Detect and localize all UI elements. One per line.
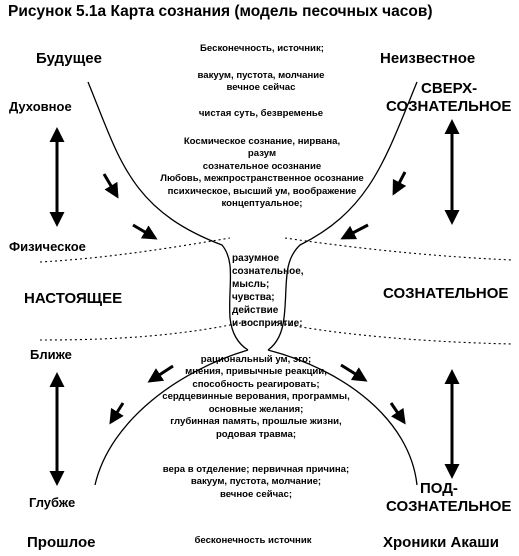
lower-text-group-2: вера в отделение; первичная причина; вак… <box>163 464 349 501</box>
label-sub-2: СОЗНАТЕЛЬНОЕ <box>386 498 512 515</box>
hourglass-right-lower-curve <box>267 349 418 486</box>
lower-right-dotted-line <box>274 321 513 345</box>
hourglass-left-upper-curve <box>87 81 249 351</box>
label-super-2: СОЗНАТЕЛЬНОЕ <box>386 98 512 115</box>
lower-left-dotted-line <box>39 321 246 341</box>
text-line: рациональный ум, эго; <box>200 354 312 365</box>
label-physical: Физическое <box>9 239 86 254</box>
text-line: и восприятие; <box>232 318 303 329</box>
text-line: родовая травма; <box>215 428 297 440</box>
text-line: разумное <box>232 253 280 264</box>
arrow-icon <box>109 402 125 425</box>
text-line: разум <box>247 148 277 160</box>
text-line: чистая суть, безвременье <box>198 108 324 119</box>
hourglass-right-upper-curve <box>267 81 418 351</box>
middle-text-group: разумное сознательное, мысль; чувства; д… <box>232 252 304 330</box>
text-line: сознательное, <box>232 266 304 277</box>
label-past: Прошлое <box>27 534 96 551</box>
text-line: вера в отделение; первичная причина; <box>162 464 350 475</box>
text-line: мнения, привычные реакции, <box>185 366 327 378</box>
text-line: вечное сейчас <box>226 82 296 94</box>
text-line: действие <box>232 305 279 316</box>
text-line: психическое, высший ум, воображение <box>167 185 357 197</box>
upper-text-group-2: вакуум, пустота, молчание вечное сейчас <box>197 70 324 95</box>
label-unknown: Неизвестное <box>380 50 476 67</box>
arrow-icon <box>392 171 407 196</box>
label-akashic-records: Хроники Акаши <box>383 534 499 551</box>
label-super-1: СВЕРХ- <box>421 80 478 97</box>
arrow-icon <box>389 402 406 425</box>
hourglass-left-lower-curve <box>94 349 249 486</box>
text-line: концептуальное; <box>221 198 303 210</box>
text-line: глубинная память, прошлые жизни, <box>170 416 342 428</box>
text-line: Космическое сознание, нирвана, <box>183 136 341 147</box>
figure-title: Рисунок 5.1а Карта сознания (модель песо… <box>8 3 433 20</box>
arrow-icon <box>102 173 119 199</box>
label-closer: Ближе <box>30 347 72 362</box>
arrow-icon <box>147 364 174 383</box>
lower-text-group-3: бесконечность источник <box>194 535 311 547</box>
text-line: способность реагировать; <box>192 378 320 390</box>
label-conscious: СОЗНАТЕЛЬНОЕ <box>383 285 509 302</box>
lower-text-group-1: рациональный ум, эго; мнения, привычные … <box>162 354 350 441</box>
text-line: чувства; <box>232 292 275 303</box>
text-line: Бесконечность, источник; <box>200 43 324 54</box>
text-line: сердцевинные верования, программы, <box>162 391 350 403</box>
label-present: НАСТОЯЩЕЕ <box>24 290 123 307</box>
text-line: вакуум, пустота, молчание <box>197 70 325 81</box>
arrow-icon <box>340 363 368 382</box>
arrow-icon <box>340 223 369 240</box>
text-line: вечное сейчас; <box>219 488 293 500</box>
upper-text-group-4: Космическое сознание, нирвана, разум соз… <box>160 136 364 211</box>
text-line: вакуум, пустота, молчание; <box>190 476 322 488</box>
text-line: сознательное осознание <box>202 160 322 172</box>
upper-text-group-1: Бесконечность, источник; <box>200 43 324 55</box>
text-line: мысль; <box>232 279 270 290</box>
label-future: Будущее <box>36 50 102 67</box>
label-deeper: Глубже <box>29 495 76 510</box>
text-line: Любовь, межпространственное осознание <box>160 173 364 185</box>
upper-text-group-3: чистая суть, безвременье <box>199 108 323 120</box>
arrow-icon <box>132 223 158 240</box>
upper-right-dotted-line <box>284 237 513 261</box>
text-line: основные желания; <box>208 403 304 415</box>
text-line: бесконечность источник <box>194 535 312 546</box>
label-spiritual: Духовное <box>9 99 72 114</box>
label-sub-1: ПОД- <box>420 480 458 497</box>
